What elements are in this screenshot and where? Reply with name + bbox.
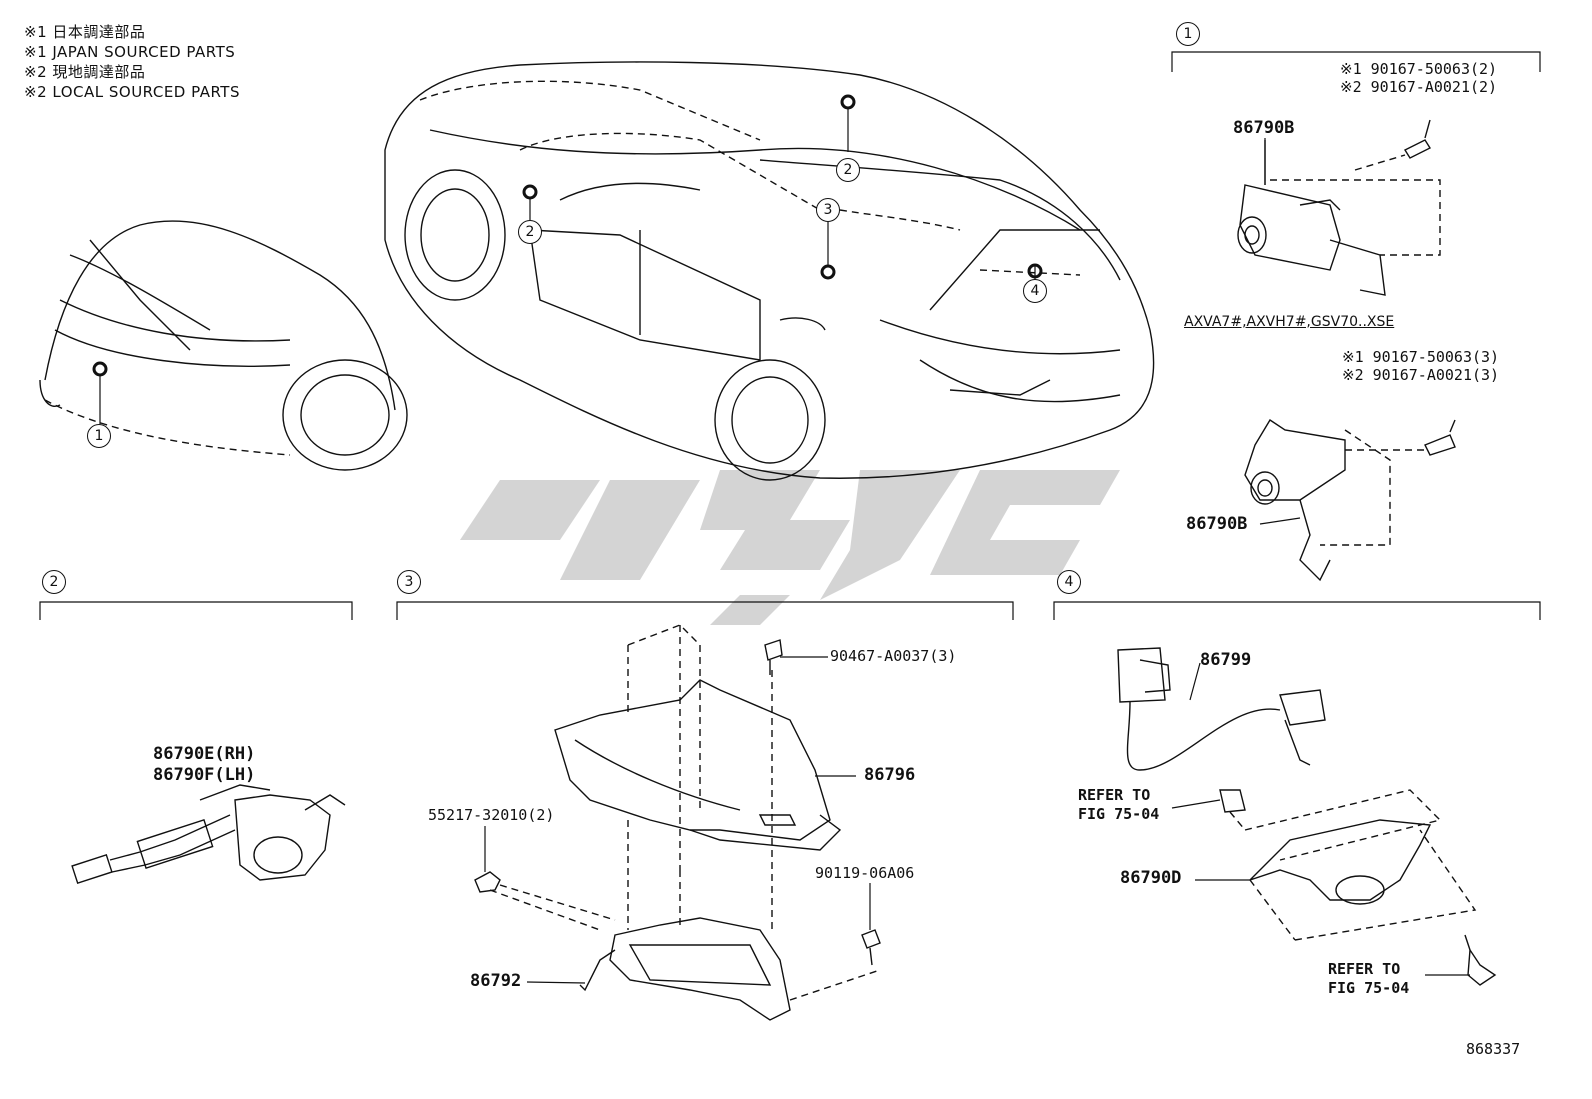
note-japan-sourced-jp: ※1 日本調達部品 [24, 23, 146, 41]
clip-part-number[interactable]: 90467-A0037(3) [830, 647, 957, 665]
refer-top-line1[interactable]: REFER TO [1078, 786, 1151, 804]
bracket-86792-label[interactable]: 86792 [470, 971, 522, 991]
camera-86790b-upper [1237, 119, 1441, 296]
callout-3-car[interactable]: 3 [816, 198, 840, 222]
front-car-view [39, 220, 408, 471]
refer-bottom-line2[interactable]: FIG 75-04 [1328, 979, 1410, 997]
camera-rh-label[interactable]: 86790E(RH) [153, 744, 256, 764]
refer-bottom-line1[interactable]: REFER TO [1328, 960, 1401, 978]
section-3-header: 3 [397, 570, 421, 594]
sedan-view [384, 61, 1155, 481]
note-local-sourced-en: ※2 LOCAL SOURCED PARTS [24, 83, 240, 101]
model-applicability-note: AXVA7#,AXVH7#,GSV70..XSE [1184, 314, 1395, 330]
callout-1-front[interactable]: 1 [87, 424, 111, 448]
bolt-local-part-number[interactable]: ※2 90167-A0021(2) [1340, 78, 1498, 96]
camera-86790e-f [71, 784, 346, 885]
camera-86790b-lower [1244, 419, 1456, 582]
nut-part-number[interactable]: 55217-32010(2) [428, 806, 555, 824]
callout-4-car[interactable]: 4 [1023, 279, 1047, 303]
note-japan-sourced-en: ※1 JAPAN SOURCED PARTS [24, 43, 236, 61]
cover-86796-assembly [474, 624, 881, 1021]
wire-86799-label[interactable]: 86799 [1200, 650, 1252, 670]
cover-86796-label[interactable]: 86796 [864, 765, 916, 785]
label-leaders [484, 138, 1470, 984]
camera-86790d-label[interactable]: 86790D [1120, 868, 1182, 888]
refer-top-line2[interactable]: FIG 75-04 [1078, 805, 1160, 823]
camera-86790b-upper-label[interactable]: 86790B [1233, 118, 1295, 138]
section-2-header: 2 [42, 570, 66, 594]
bolt-part-number[interactable]: 90119-06A06 [815, 864, 915, 882]
section-dividers [39, 51, 1541, 620]
watermark-logo [460, 470, 1120, 625]
section-1-header: 1 [1176, 22, 1200, 46]
camera-lh-label[interactable]: 86790F(LH) [153, 765, 256, 785]
callout-2-left[interactable]: 2 [518, 220, 542, 244]
callout-2-right[interactable]: 2 [836, 158, 860, 182]
figure-id: 868337 [1466, 1040, 1521, 1058]
bolt2-japan-part-number[interactable]: ※1 90167-50063(3) [1342, 348, 1500, 366]
note-local-sourced-jp: ※2 現地調達部品 [24, 63, 146, 81]
camera-86790d-assembly [1117, 647, 1497, 986]
bolt2-local-part-number[interactable]: ※2 90167-A0021(3) [1342, 366, 1500, 384]
callout-markers [92, 94, 1043, 377]
bolt-japan-part-number[interactable]: ※1 90167-50063(2) [1340, 60, 1498, 78]
callout-leaders [99, 108, 1036, 424]
section-4-header: 4 [1057, 570, 1081, 594]
camera-86790b-lower-label[interactable]: 86790B [1186, 514, 1248, 534]
